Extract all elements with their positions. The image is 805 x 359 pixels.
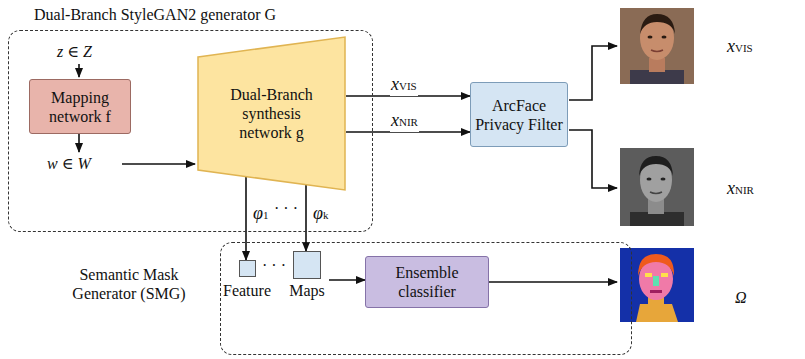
arrow-vis-out — [569, 46, 617, 100]
latent-z-label: z ∈ Z — [56, 42, 93, 62]
edge-label: xVIS — [390, 74, 418, 96]
edge-label: φk — [312, 203, 329, 225]
node-text: Maps — [289, 281, 325, 300]
feature-map-square — [239, 260, 256, 277]
synthesis-network-trapezoid: Dual-Branch synthesis network g — [197, 36, 346, 191]
node-text: Dual-Branch StyleGAN2 generator G — [34, 5, 276, 24]
edge-label: φ1 — [252, 203, 269, 225]
mask-omega-label: Ω — [734, 288, 748, 308]
layout-arrows — [79, 46, 617, 282]
nir-face-image — [620, 148, 694, 226]
mapping-network-box: Mapping network f — [29, 79, 131, 134]
edge-label: xNIR — [390, 110, 419, 132]
latent-w-label: w ∈ W — [46, 154, 92, 174]
node-text: Mapping network f — [34, 88, 126, 126]
ellipsis-label: · · · — [261, 256, 287, 276]
node-text: Feature — [223, 281, 271, 300]
ensemble-classifier-box: Ensemble classifier — [365, 256, 489, 308]
connector-arrow — [245, 177, 247, 260]
ellipsis-label: · · · — [273, 199, 299, 219]
arrow-z — [78, 64, 80, 77]
feature-map-large: Maps — [285, 251, 329, 300]
output-vis-label: xVIS — [726, 36, 754, 58]
node-text: Dual-Branch synthesis network g — [222, 85, 322, 142]
arrow-mask-out — [489, 281, 617, 283]
node-text: ArcFace Privacy Filter — [475, 96, 563, 134]
connector-arrow — [329, 279, 365, 281]
node-text: Ensemble classifier — [370, 263, 484, 301]
output-nir-label: xNIR — [726, 178, 755, 200]
trapezoid-shape — [198, 37, 345, 190]
arrow-w — [78, 133, 80, 152]
arrow-w-synth — [122, 163, 195, 165]
privacy-filter-box: ArcFace Privacy Filter — [470, 82, 568, 147]
vis-face-image — [620, 8, 694, 84]
node-text: Semantic Mask Generator (SMG) — [49, 265, 209, 303]
feature-map-square — [293, 251, 321, 279]
arrow-nir-out — [569, 130, 617, 188]
